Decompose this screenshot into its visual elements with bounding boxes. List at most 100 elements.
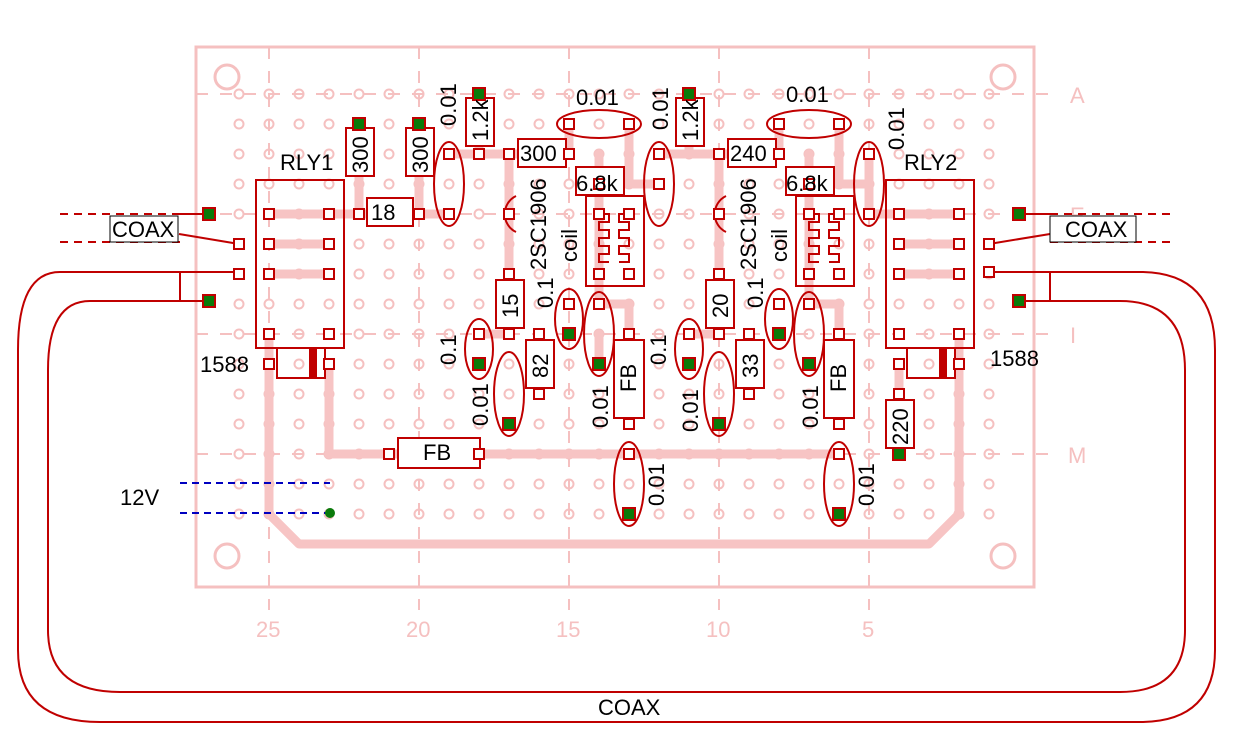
cap-low1 bbox=[613, 441, 645, 527]
component-pad bbox=[803, 298, 815, 310]
coil-2-value: 6.8k bbox=[786, 171, 829, 196]
cap-01-c-label: 0.1 bbox=[646, 334, 671, 365]
board-hole bbox=[623, 478, 635, 490]
col-label-25: 25 bbox=[256, 617, 280, 642]
board-hole bbox=[803, 88, 815, 100]
board-hole bbox=[983, 298, 995, 310]
board-hole bbox=[833, 478, 845, 490]
board-hole bbox=[863, 88, 875, 100]
board-hole bbox=[353, 328, 365, 340]
board-hole bbox=[383, 88, 395, 100]
board-hole bbox=[803, 118, 815, 130]
ferrites bbox=[397, 339, 855, 469]
row-label-a: A bbox=[1070, 83, 1085, 108]
component-pad bbox=[953, 208, 965, 220]
res-1k2b-body bbox=[675, 97, 705, 147]
component-pad bbox=[833, 328, 845, 340]
board-hole bbox=[503, 358, 515, 370]
board-hole bbox=[563, 508, 575, 520]
cap-b1 bbox=[493, 351, 525, 437]
board-hole bbox=[653, 208, 665, 220]
board-hole bbox=[443, 298, 455, 310]
board-hole bbox=[503, 118, 515, 130]
cap-low1-label: 0.01 bbox=[644, 463, 669, 506]
cap-v3 bbox=[853, 141, 885, 227]
component-pad bbox=[323, 238, 335, 250]
relay-2-body bbox=[885, 179, 975, 349]
board-hole bbox=[383, 148, 395, 160]
board-hole bbox=[383, 388, 395, 400]
connection-pad bbox=[412, 117, 426, 131]
cap-top-b bbox=[766, 109, 852, 139]
component-pad bbox=[383, 448, 395, 460]
board-hole bbox=[473, 208, 485, 220]
board-hole bbox=[443, 388, 455, 400]
board-hole bbox=[533, 508, 545, 520]
board-hole bbox=[473, 178, 485, 190]
board-hole bbox=[233, 298, 245, 310]
board-hole bbox=[503, 508, 515, 520]
component-pad bbox=[563, 118, 575, 130]
board-hole bbox=[263, 118, 275, 130]
board-hole bbox=[563, 178, 575, 190]
board-hole bbox=[263, 88, 275, 100]
res-240-label: 240 bbox=[730, 141, 767, 166]
component-pad bbox=[503, 328, 515, 340]
component-pad bbox=[233, 238, 245, 250]
board-hole bbox=[383, 418, 395, 430]
board-hole bbox=[353, 88, 365, 100]
component-pad bbox=[983, 266, 995, 278]
ferrite-1-body bbox=[613, 339, 645, 419]
component-pad bbox=[503, 148, 515, 160]
component-pad bbox=[533, 388, 545, 400]
board-hole bbox=[653, 478, 665, 490]
board-hole bbox=[443, 118, 455, 130]
res-15-body bbox=[495, 279, 525, 329]
board-hole bbox=[983, 418, 995, 430]
component-pad bbox=[893, 358, 905, 370]
coil-1-note: coil bbox=[557, 229, 582, 262]
board-hole bbox=[923, 298, 935, 310]
connection-pad bbox=[682, 357, 696, 371]
board-hole bbox=[803, 478, 815, 490]
coax-right-label: COAX bbox=[1065, 217, 1128, 242]
board-hole bbox=[293, 388, 305, 400]
cap-b1-label: 0.01 bbox=[468, 383, 493, 426]
res-300b-label: 300 bbox=[408, 136, 433, 173]
component-pad bbox=[833, 418, 845, 430]
ferrite-1-label: FB bbox=[616, 364, 641, 392]
board-hole bbox=[443, 358, 455, 370]
component-pad bbox=[623, 418, 635, 430]
component-pad bbox=[233, 268, 245, 280]
component-pad bbox=[503, 268, 515, 280]
board-hole bbox=[893, 118, 905, 130]
board-hole bbox=[773, 268, 785, 280]
board-hole bbox=[503, 88, 515, 100]
board-hole bbox=[293, 418, 305, 430]
board-hole bbox=[653, 238, 665, 250]
cap-v2-label: 0.01 bbox=[648, 87, 673, 130]
board-hole bbox=[383, 478, 395, 490]
board-hole bbox=[533, 238, 545, 250]
board-hole bbox=[923, 508, 935, 520]
res-33-body bbox=[735, 339, 765, 389]
res-20-label: 20 bbox=[708, 294, 733, 318]
board-hole bbox=[653, 328, 665, 340]
component-pad bbox=[443, 148, 455, 160]
board-hole bbox=[443, 508, 455, 520]
component-pad bbox=[593, 178, 605, 190]
connection-pad bbox=[202, 207, 216, 221]
board-hole bbox=[683, 388, 695, 400]
res-82-label: 82 bbox=[528, 354, 553, 378]
component-pad bbox=[623, 448, 635, 460]
cap-b3 bbox=[703, 351, 735, 437]
board-hole bbox=[863, 508, 875, 520]
row-label-m: M bbox=[1068, 443, 1086, 468]
board-hole bbox=[923, 478, 935, 490]
board-hole bbox=[233, 358, 245, 370]
board-hole bbox=[743, 298, 755, 310]
board-hole bbox=[983, 358, 995, 370]
component-pad bbox=[563, 148, 575, 160]
component-pad bbox=[743, 328, 755, 340]
